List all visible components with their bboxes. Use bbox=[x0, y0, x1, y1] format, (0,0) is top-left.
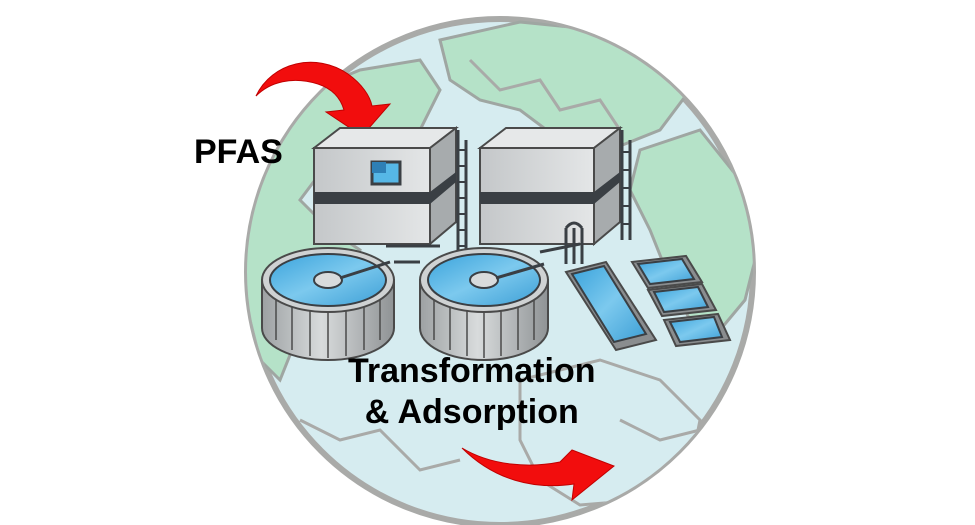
pfas-label: PFAS bbox=[194, 133, 283, 171]
process-label: Transformation & Adsorption bbox=[348, 351, 595, 433]
curved-arrow-down-icon bbox=[255, 61, 392, 137]
clarifier-tank-right bbox=[419, 247, 549, 361]
wastewater-treatment-plant-icon bbox=[261, 125, 732, 361]
filtration-basin-bottom bbox=[662, 312, 732, 348]
filtration-basin-middle bbox=[646, 282, 718, 318]
filtration-basin-top bbox=[630, 254, 704, 290]
filtration-basin-large bbox=[564, 260, 658, 352]
globe-coastline bbox=[299, 58, 701, 472]
treatment-building-right bbox=[477, 125, 632, 264]
process-label-line1: Transformation bbox=[348, 352, 596, 390]
curved-arrow-right-icon bbox=[461, 447, 615, 502]
connecting-pipes bbox=[386, 242, 581, 264]
clarifier-tank-left bbox=[261, 247, 395, 361]
treatment-building-left bbox=[311, 125, 468, 258]
process-label-line2: & Adsorption bbox=[364, 392, 579, 431]
